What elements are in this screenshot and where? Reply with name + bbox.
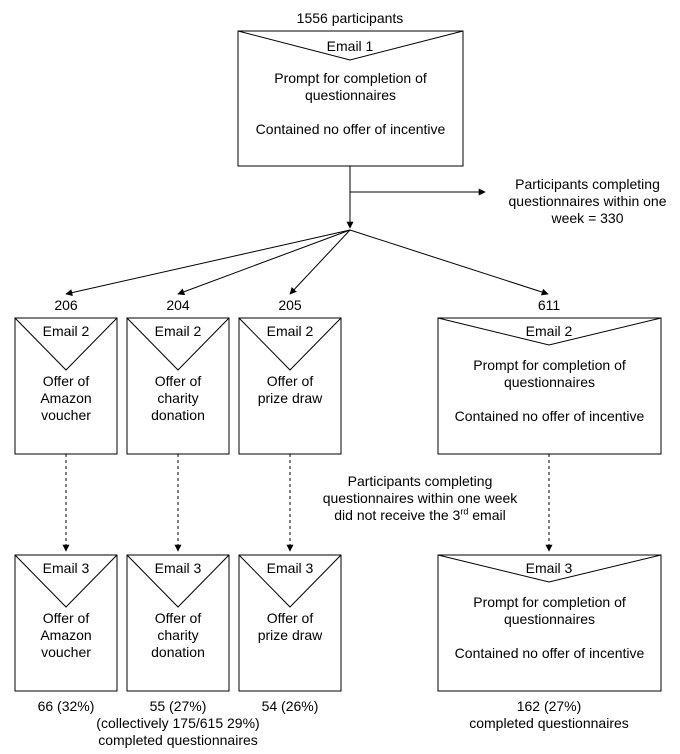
email3-title-charity: Email 3 — [154, 560, 202, 576]
email2-text-amazon: Offer of Amazon voucher — [40, 373, 92, 423]
email2-prompt-control: Prompt for completion of questionnaires — [473, 357, 626, 390]
no-third-email-line1: Participants completing — [347, 473, 493, 489]
email2-title-control: Email 2 — [525, 323, 573, 339]
email3-envelope-amazon — [14, 554, 118, 692]
email2-title-charity: Email 2 — [154, 323, 202, 339]
no-third-email-line3: did not receive the 3rd email — [334, 506, 506, 523]
email3-text-charity: Offer of charity donation — [151, 610, 205, 660]
total-participants-label: 1556 participants — [296, 10, 404, 26]
arm-count-control: 611 — [537, 297, 561, 313]
email3-text-prize: Offer of prize draw — [257, 610, 323, 643]
email2-title-amazon: Email 2 — [42, 323, 90, 339]
email3-title-prize: Email 3 — [266, 560, 314, 576]
email2-envelope-charity — [126, 317, 230, 455]
email2-text-prize: Offer of prize draw — [257, 373, 323, 406]
email1-note: Contained no offer of incentive — [255, 121, 446, 137]
collective-result-line2: completed questionnaires — [98, 732, 258, 748]
arrow-to-arm-prize — [289, 229, 351, 295]
no-third-email-note: Participants completing questionnaires w… — [300, 473, 540, 524]
result-prize: 54 (26%) — [261, 698, 319, 714]
email3-text-amazon: Offer of Amazon voucher — [40, 610, 92, 660]
email3-envelope-control — [437, 554, 662, 692]
email3-note-control: Contained no offer of incentive — [454, 645, 645, 661]
email1-prompt: Prompt for completion of questionnaires — [274, 70, 427, 103]
email3-title-amazon: Email 3 — [42, 560, 90, 576]
email3-envelope-prize — [238, 554, 342, 692]
email1-envelope — [237, 30, 464, 167]
arrow-to-arm-charity — [177, 229, 351, 296]
result-control-line1: 162 (27%) — [516, 698, 582, 714]
email2-envelope-amazon — [14, 317, 118, 455]
week1-completers-label: Participants completing questionnaires w… — [508, 176, 667, 226]
email3-envelope-charity — [126, 554, 230, 692]
no-third-email-line2: questionnaires within one week — [322, 490, 518, 506]
arm-count-charity: 204 — [166, 297, 190, 313]
arm-count-prize: 205 — [278, 297, 302, 313]
email2-text-charity: Offer of charity donation — [151, 373, 205, 423]
email3-title-control: Email 3 — [525, 560, 573, 576]
email2-note-control: Contained no offer of incentive — [454, 408, 645, 424]
email2-title-prize: Email 2 — [266, 323, 314, 339]
email1-title: Email 1 — [326, 38, 374, 54]
email3-prompt-control: Prompt for completion of questionnaires — [473, 594, 626, 627]
arrow-to-arm-control — [349, 229, 549, 296]
arm-count-amazon: 206 — [54, 297, 78, 313]
email2-envelope-control — [437, 317, 662, 455]
result-control-line2: completed questionnaires — [469, 715, 629, 731]
result-amazon: 66 (32%) — [37, 698, 95, 714]
result-charity: 55 (27%) — [149, 698, 207, 714]
collective-result-line1: (collectively 175/615 29%) — [96, 715, 260, 731]
arrow-to-arm-amazon — [65, 229, 351, 297]
